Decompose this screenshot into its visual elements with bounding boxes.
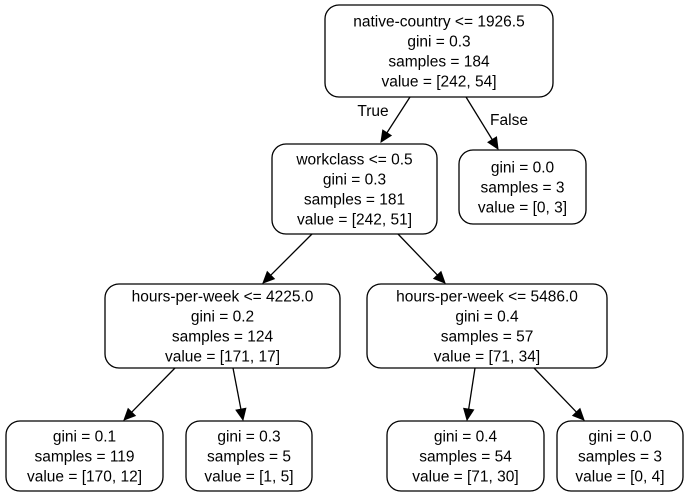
arrowhead-icon <box>380 129 393 144</box>
node-box <box>185 420 313 492</box>
edge-label-false: False <box>490 112 528 129</box>
node-text-line: samples = 5 <box>207 449 291 466</box>
node-text-line: samples = 57 <box>441 329 534 346</box>
node-text-line: samples = 119 <box>34 449 134 466</box>
node-text-line: hours-per-week <= 4225.0 <box>132 289 314 306</box>
node-text-line: value = [71, 30] <box>412 469 518 486</box>
edge-line <box>131 367 176 413</box>
node-text-line: value = [1, 5] <box>204 469 293 486</box>
arrowhead-icon <box>262 270 276 284</box>
tree-node-n6: gini = 0.3 samples = 5 value = [1, 5] <box>185 420 313 492</box>
node-text-line: value = [242, 54] <box>381 74 496 91</box>
tree-node-n0: native-country <= 1926.5 gini = 0.3 sample… <box>324 4 554 98</box>
node-text-line: gini = 0.3 <box>407 34 470 51</box>
node-text-line: gini = 0.3 <box>217 429 280 446</box>
edge-line <box>386 96 411 134</box>
node-text-line: gini = 0.0 <box>588 429 652 446</box>
node-box <box>458 149 587 225</box>
node-text-line: samples = 54 <box>419 449 512 466</box>
node-text-line: gini = 0.2 <box>191 309 254 326</box>
tree-node-n4: hours-per-week <= 5486.0 gini = 0.4 sample… <box>366 283 608 369</box>
node-text-line: value = [242, 51] <box>297 212 412 229</box>
arrowhead-icon <box>463 407 475 422</box>
node-text-line: gini = 0.4 <box>434 429 498 446</box>
edge-line <box>465 96 493 140</box>
node-text-line: gini = 0.4 <box>455 309 519 326</box>
node-box <box>271 143 438 235</box>
node-text-line: gini = 0.0 <box>491 160 555 177</box>
node-text-line: samples = 3 <box>480 180 564 197</box>
arrowhead-icon <box>432 270 446 284</box>
node-text-line: samples = 181 <box>304 192 405 209</box>
node-text-line: native-country <= 1926.5 <box>353 14 524 31</box>
tree-node-n1: workclass <= 0.5 gini = 0.3 samples = 181 v… <box>271 143 438 235</box>
tree-node-n2: gini = 0.0 samples = 3 value = [0, 3] <box>458 149 587 225</box>
node-box <box>556 420 684 492</box>
node-text-line: value = [0, 3] <box>478 200 567 217</box>
tree-edge-n1-n4 <box>397 233 446 284</box>
node-text-line: hours-per-week <= 5486.0 <box>396 289 578 306</box>
node-text-line: gini = 0.1 <box>53 429 116 446</box>
edge-line <box>232 367 242 410</box>
edge-line <box>397 233 438 276</box>
tree-edge-n3-n6 <box>232 367 247 422</box>
node-text-line: value = [71, 34] <box>434 349 540 366</box>
node-box <box>324 4 554 98</box>
edge-line <box>533 367 577 413</box>
tree-edge-n0-n1: True <box>357 96 411 144</box>
tree-node-n3: hours-per-week <= 4225.0 gini = 0.2 sample… <box>104 283 341 369</box>
arrowhead-icon <box>235 407 247 422</box>
node-text-line: samples = 3 <box>578 449 662 466</box>
tree-edge-n1-n3 <box>262 233 313 284</box>
edge-label-true: True <box>357 103 388 120</box>
edge-line <box>468 367 476 410</box>
node-text-line: value = [0, 4] <box>575 469 664 486</box>
edge-line <box>270 233 313 276</box>
tree-edge-n3-n5 <box>123 367 176 421</box>
node-box <box>5 420 164 492</box>
tree-edge-n4-n8 <box>533 367 585 421</box>
node-box <box>104 283 341 369</box>
tree-node-n5: gini = 0.1 samples = 119 value = [170, 12] <box>5 420 164 492</box>
node-text-line: workclass <= 0.5 <box>295 152 412 169</box>
arrowhead-icon <box>571 407 585 421</box>
tree-edge-n4-n7 <box>463 367 476 422</box>
node-box <box>386 420 545 492</box>
node-text-line: samples = 184 <box>388 54 490 71</box>
node-text-line: gini = 0.3 <box>323 172 386 189</box>
arrowhead-icon <box>123 407 137 421</box>
node-text-line: value = [170, 12] <box>27 469 142 486</box>
node-text-line: samples = 124 <box>172 329 274 346</box>
tree-edge-n0-n2: False <box>465 96 528 151</box>
tree-node-n8: gini = 0.0 samples = 3 value = [0, 4] <box>556 420 684 492</box>
tree-node-n7: gini = 0.4 samples = 54 value = [71, 30] <box>386 420 545 492</box>
arrowhead-icon <box>487 136 499 151</box>
node-text-line: value = [171, 17] <box>165 349 280 366</box>
node-box <box>366 283 608 369</box>
